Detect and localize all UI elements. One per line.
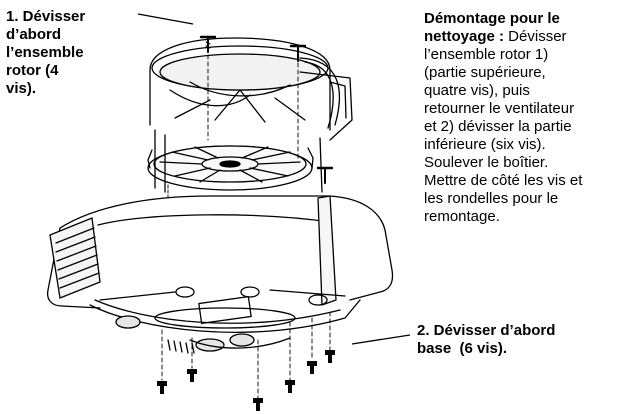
- instructions-line: les rondelles pour le: [424, 190, 559, 207]
- step1-leader-line: [137, 13, 194, 25]
- rotor-screws: [167, 35, 334, 199]
- base-screws: [161, 311, 331, 399]
- instructions-line: remontage.: [424, 208, 500, 225]
- step1-line: d’abord: [6, 26, 61, 43]
- instructions-line: inférieure (six vis).: [424, 136, 546, 153]
- instructions-title-line: Démontage pour le: [424, 10, 560, 27]
- step1-line: rotor (4: [6, 62, 59, 79]
- instructions-line: l’ensemble rotor 1): [424, 46, 549, 63]
- step2-line: base (6 vis).: [417, 340, 508, 357]
- instructions-title-end: nettoyage :: [424, 28, 505, 45]
- step2-line: 2. Dévisser d’abord: [417, 322, 556, 339]
- base-screw-heads: [157, 350, 335, 411]
- instructions-line: Soulever le boîtier.: [424, 154, 549, 171]
- instructions-line: et 2) dévisser la partie: [424, 118, 572, 135]
- step1-line: vis).: [6, 80, 37, 97]
- rotor-assembly: [147, 37, 353, 193]
- instructions-body-start: Dévisser: [504, 28, 567, 45]
- instructions-line: quatre vis), puis: [424, 82, 530, 99]
- cleaning-instructions: Démontage pour le nettoyage : Dévisser l…: [424, 10, 629, 226]
- step1-line: l’ensemble: [6, 44, 84, 61]
- step2-leader-line: [351, 334, 411, 345]
- step2-label: 2. Dévisser d’abord base (6 vis).: [417, 322, 629, 358]
- step1-line: 1. Dévisser: [6, 8, 86, 25]
- instructions-line: nettoyage : Dévisser: [424, 28, 629, 46]
- instructions-line: retourner le ventilateur: [424, 100, 575, 117]
- base-housing: [46, 195, 394, 354]
- instructions-line: Mettre de côté les vis et: [424, 172, 583, 189]
- instructions-line: (partie supérieure,: [424, 64, 546, 81]
- step1-label: 1. Dévisser d’abord l’ensemble rotor (4 …: [6, 8, 116, 98]
